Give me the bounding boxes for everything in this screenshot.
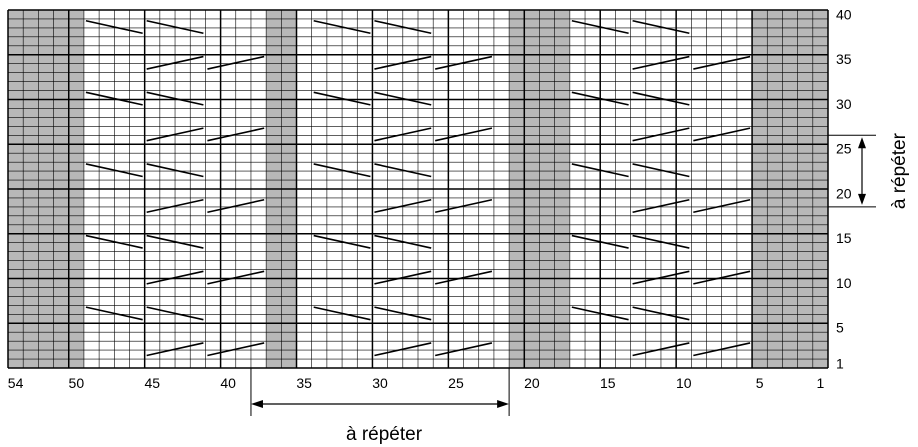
cable-symbol-down <box>146 306 204 321</box>
cable-symbol-up <box>374 127 432 142</box>
y-tick-label: 30 <box>836 96 852 112</box>
y-tick-label: 20 <box>836 185 852 201</box>
cable-symbol-down <box>313 19 371 35</box>
cable-symbol-down <box>374 19 432 35</box>
cable-symbol-up <box>146 342 204 357</box>
cable-symbol-down <box>85 306 143 321</box>
cable-symbol-up <box>146 270 204 285</box>
x-tick-label: 20 <box>524 375 540 391</box>
cable-symbol-up <box>693 55 751 70</box>
row-repeat-marker: à répéter <box>828 132 910 209</box>
cable-symbol-down <box>313 91 371 106</box>
x-tick-label: 35 <box>296 375 312 391</box>
arrowhead-right-icon <box>497 400 510 408</box>
cable-symbol-down <box>85 163 143 178</box>
stitch-number-axis: 54 50 45 40 35 30 25 20 15 10 5 1 <box>8 375 825 391</box>
cable-symbol-up <box>632 198 690 214</box>
cable-symbol-down <box>374 91 432 106</box>
cable-symbol-up <box>146 198 204 214</box>
x-tick-label: 5 <box>756 375 764 391</box>
cable-symbol-down <box>313 163 371 178</box>
cable-symbol-up <box>374 342 432 357</box>
cable-symbol-up <box>207 270 265 285</box>
cable-symbol-up <box>435 198 493 214</box>
cable-symbol-down <box>571 234 629 249</box>
cable-symbol-up <box>207 198 265 214</box>
x-tick-label: 15 <box>600 375 616 391</box>
x-tick-label: 45 <box>144 375 160 391</box>
cable-symbol-up <box>207 55 265 70</box>
cable-symbol-down <box>146 91 204 106</box>
x-tick-label: 30 <box>372 375 388 391</box>
cable-symbol-down <box>632 19 690 35</box>
cable-symbol-up <box>435 342 493 357</box>
x-tick-label: 50 <box>69 375 85 391</box>
cable-symbol-down <box>146 19 204 35</box>
arrowhead-left-icon <box>250 400 263 408</box>
cable-symbol-down <box>571 91 629 106</box>
arrowhead-down-icon <box>858 193 866 205</box>
cable-symbol-up <box>146 55 204 70</box>
cable-symbol-down <box>632 91 690 106</box>
arrowhead-up-icon <box>858 137 866 149</box>
x-tick-label: 10 <box>676 375 692 391</box>
cable-symbol-down <box>571 163 629 178</box>
y-tick-label: 25 <box>836 141 852 157</box>
cable-symbol-up <box>374 55 432 70</box>
cable-symbol-up <box>693 198 751 214</box>
cable-symbol-down <box>313 306 371 321</box>
x-tick-label: 40 <box>220 375 236 391</box>
cable-symbol-down <box>85 234 143 249</box>
cable-symbol-down <box>632 234 690 249</box>
cable-symbol-down <box>146 234 204 249</box>
cable-symbol-up <box>693 270 751 285</box>
chart-grid <box>7 9 829 369</box>
y-tick-label: 1 <box>836 356 844 372</box>
cable-symbol-down <box>85 91 143 106</box>
x-tick-label: 54 <box>8 375 24 391</box>
row-repeat-label: à répéter <box>889 132 910 209</box>
cable-symbol-down <box>85 19 143 35</box>
stitch-repeat-label: à répéter <box>346 424 423 445</box>
cable-symbol-down <box>313 234 371 249</box>
cable-symbol-down <box>571 19 629 35</box>
y-tick-label: 35 <box>836 51 852 67</box>
cable-symbol-up <box>693 342 751 357</box>
cable-symbol-down <box>146 163 204 178</box>
x-tick-label: 1 <box>817 375 825 391</box>
cable-symbol-up <box>632 55 690 70</box>
cable-symbol-up <box>693 127 751 142</box>
x-tick-label: 25 <box>448 375 464 391</box>
cable-symbol-up <box>435 55 493 70</box>
y-tick-label: 40 <box>836 6 852 22</box>
cable-symbol-down <box>374 306 432 321</box>
y-tick-label: 5 <box>836 320 844 336</box>
cable-symbol-up <box>207 342 265 357</box>
cable-symbol-up <box>632 127 690 142</box>
cable-symbol-down <box>571 306 629 321</box>
cable-symbol-down <box>374 163 432 178</box>
y-tick-label: 10 <box>836 275 852 291</box>
cable-symbol-up <box>374 270 432 285</box>
cable-symbol-down <box>632 306 690 321</box>
cable-symbol-up <box>146 127 204 142</box>
cable-symbol-up <box>374 198 432 214</box>
cable-symbol-down <box>374 234 432 249</box>
cable-symbols <box>85 19 751 357</box>
y-tick-label: 15 <box>836 230 852 246</box>
cable-symbol-up <box>207 127 265 142</box>
cable-symbol-up <box>435 127 493 142</box>
cable-symbol-up <box>435 270 493 285</box>
cable-symbol-up <box>632 342 690 357</box>
stitch-repeat-marker: à répéter <box>250 368 510 445</box>
cable-symbol-down <box>632 163 690 178</box>
cable-symbol-up <box>632 270 690 285</box>
